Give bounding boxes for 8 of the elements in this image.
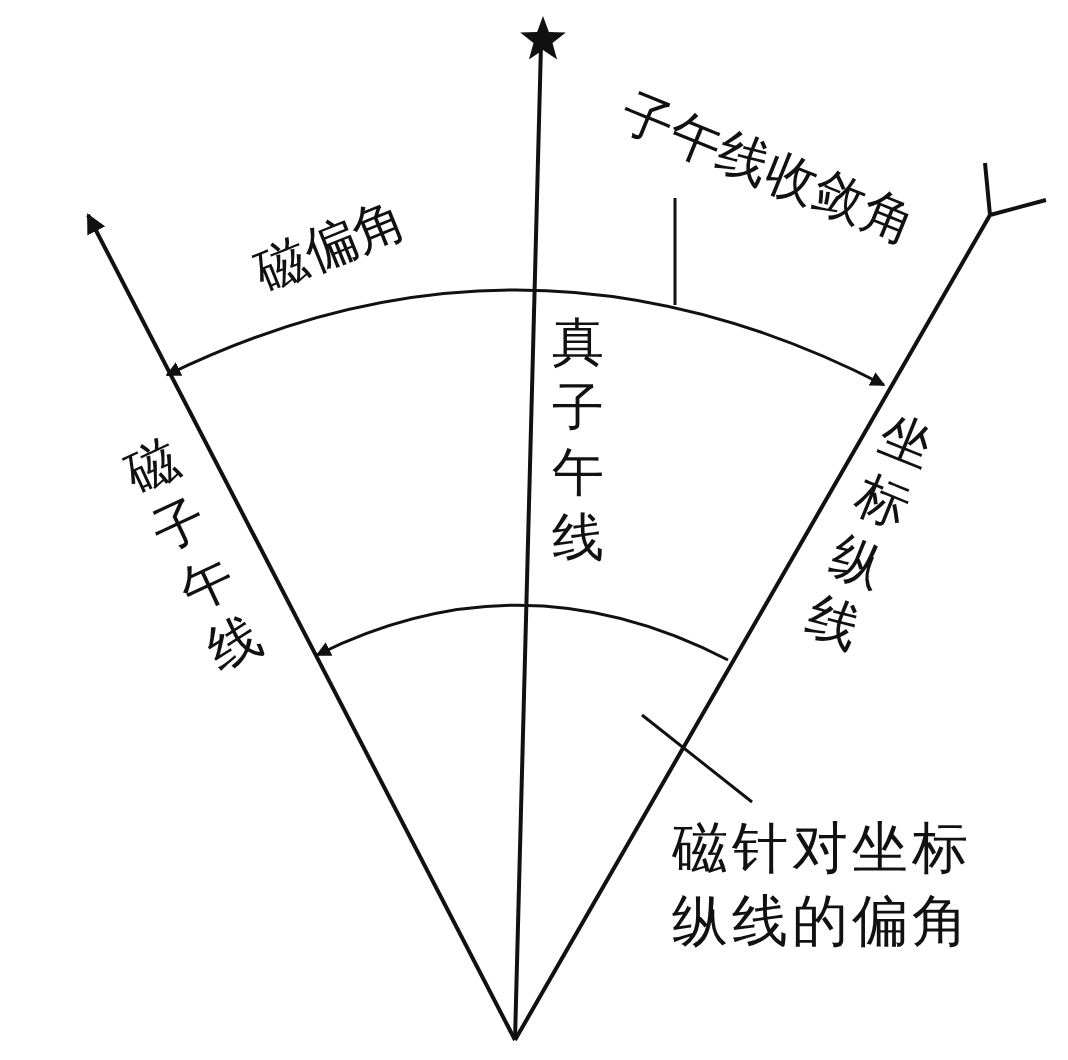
angle-label: 磁针对坐标纵线的偏角 xyxy=(672,812,992,958)
angle-label: 磁偏角 xyxy=(247,191,413,299)
angle-label: 子午线收敛角 xyxy=(613,85,923,251)
line-label: 真子午线 xyxy=(552,311,604,569)
line-label: 磁子午线 xyxy=(114,427,272,684)
leader-line xyxy=(641,713,753,804)
line-label: 坐标纵线 xyxy=(797,402,943,662)
leader-line xyxy=(673,198,677,305)
